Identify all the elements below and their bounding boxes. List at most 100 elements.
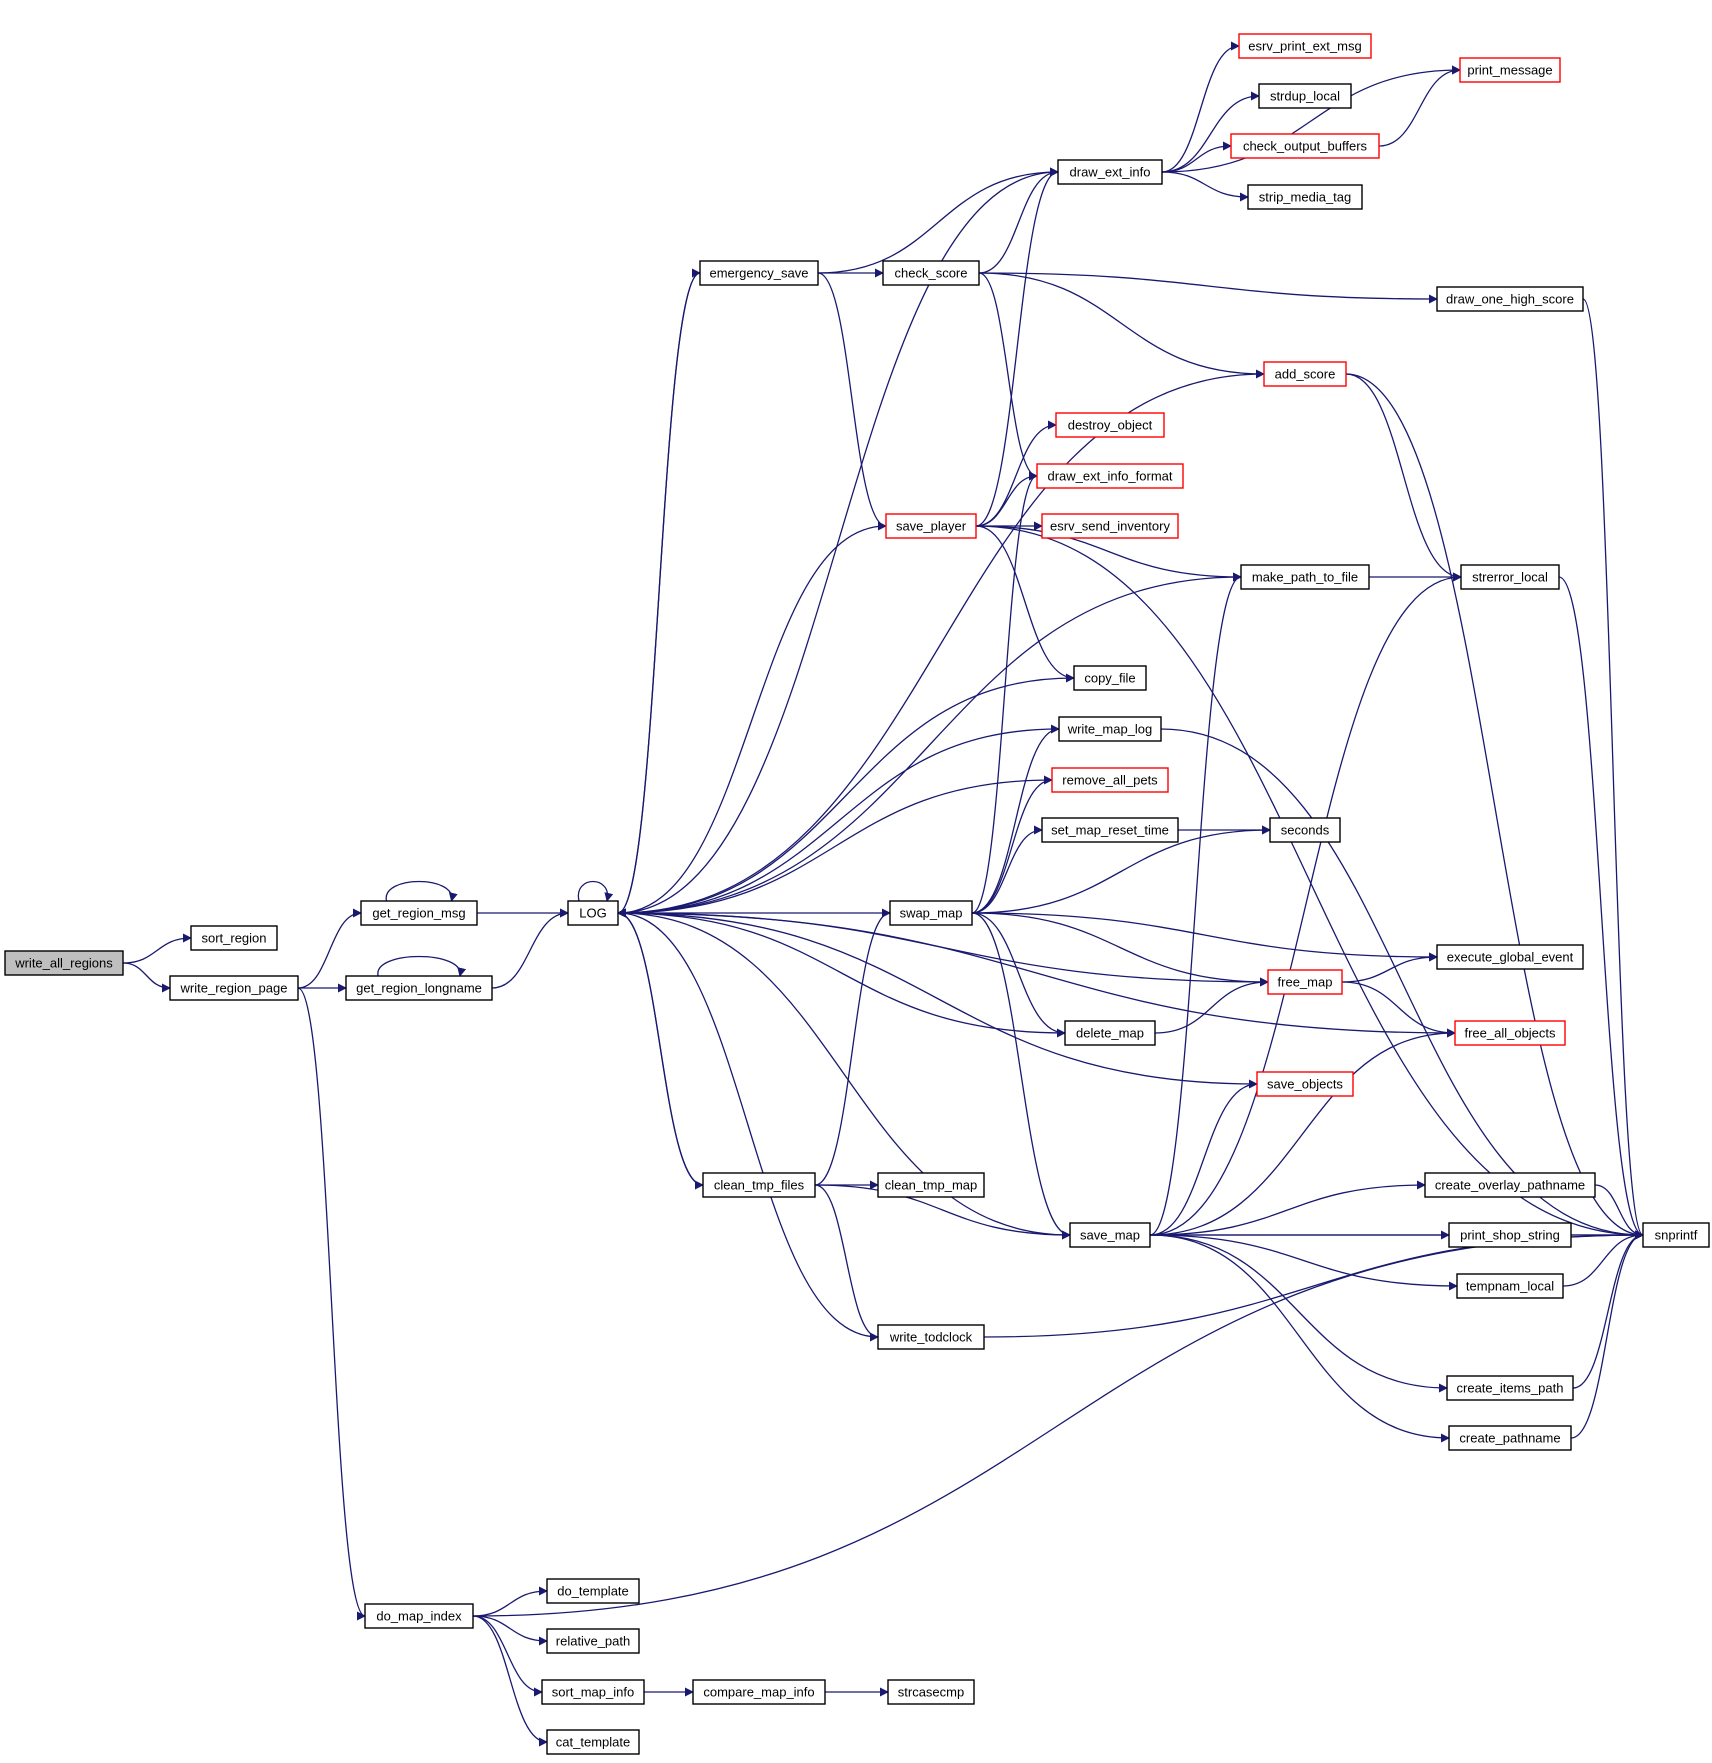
node-strcasecmp[interactable]: strcasecmp <box>887 1679 975 1705</box>
node-box <box>190 925 278 951</box>
node-add_score[interactable]: add_score <box>1263 361 1347 387</box>
node-box <box>567 900 619 926</box>
edge-make_path_to_file-to-LOG <box>617 576 1242 918</box>
node-relative_path[interactable]: relative_path <box>546 1628 640 1654</box>
node-create_items_path[interactable]: create_items_path <box>1446 1375 1574 1401</box>
node-snprintf[interactable]: snprintf <box>1642 1222 1710 1248</box>
node-draw_ext_info_format[interactable]: draw_ext_info_format <box>1036 463 1184 489</box>
node-free_all_objects[interactable]: free_all_objects <box>1454 1020 1566 1046</box>
node-box <box>1448 1222 1572 1248</box>
node-cat_template[interactable]: cat_template <box>546 1729 640 1755</box>
node-write_map_log[interactable]: write_map_log <box>1058 716 1162 742</box>
edge-save_map-to-LOG <box>617 908 1071 1236</box>
node-draw_ext_info[interactable]: draw_ext_info <box>1057 159 1163 185</box>
edge-write_todclock-to-LOG <box>617 908 879 1338</box>
node-box <box>1247 184 1363 210</box>
node-label: make_path_to_file <box>1252 570 1358 585</box>
node-label: snprintf <box>1655 1228 1698 1243</box>
node-label: get_region_msg <box>372 906 465 921</box>
edge-add_score-to-LOG <box>617 373 1265 918</box>
edge-check_output_buffers-to-print_message <box>1378 65 1461 147</box>
node-esrv_print_ext_msg[interactable]: esrv_print_ext_msg <box>1238 33 1372 59</box>
node-compare_map_info[interactable]: compare_map_info <box>692 1679 826 1705</box>
node-label: print_message <box>1467 63 1552 78</box>
node-label: esrv_send_inventory <box>1050 519 1170 534</box>
node-box <box>1267 969 1343 995</box>
node-label: draw_one_high_score <box>1446 292 1574 307</box>
node-check_output_buffers[interactable]: check_output_buffers <box>1230 133 1380 159</box>
node-strerror_local[interactable]: strerror_local <box>1460 564 1560 590</box>
edge-save_map-to-strerror_local <box>1149 572 1462 1236</box>
edge-clean_tmp_files-to-LOG <box>617 908 704 1186</box>
node-swap_map[interactable]: swap_map <box>889 900 973 926</box>
edge-copy_file-to-LOG <box>617 677 1075 918</box>
edge-write_all_regions-to-sort_region <box>122 933 192 964</box>
node-box <box>1269 817 1341 843</box>
edge-swap_map-to-write_map_log <box>971 724 1060 914</box>
node-box <box>1424 1172 1596 1198</box>
edge-clean_tmp_files-to-write_todclock <box>814 1184 879 1342</box>
node-sort_region[interactable]: sort_region <box>190 925 278 951</box>
node-remove_all_pets[interactable]: remove_all_pets <box>1051 767 1169 793</box>
edge-check_score-to-draw_ext_info_format <box>978 272 1038 481</box>
node-save_objects[interactable]: save_objects <box>1256 1071 1354 1097</box>
node-get_region_longname[interactable]: get_region_longname <box>345 975 493 1001</box>
edge-draw_ext_info-to-strip_media_tag <box>1161 171 1249 202</box>
node-tempnam_local[interactable]: tempnam_local <box>1456 1273 1564 1299</box>
node-box <box>882 260 980 286</box>
node-esrv_send_inventory[interactable]: esrv_send_inventory <box>1041 513 1179 539</box>
nodes-layer: write_all_regions sort_region write_region… <box>4 33 1710 1755</box>
node-label: draw_ext_info <box>1070 165 1151 180</box>
node-do_map_index[interactable]: do_map_index <box>364 1603 474 1629</box>
node-label: check_output_buffers <box>1243 139 1368 154</box>
node-copy_file[interactable]: copy_file <box>1073 665 1147 691</box>
node-write_all_regions[interactable]: write_all_regions <box>4 950 124 976</box>
node-save_map[interactable]: save_map <box>1069 1222 1151 1248</box>
node-save_player[interactable]: save_player <box>885 513 977 539</box>
node-free_map[interactable]: free_map <box>1267 969 1343 995</box>
node-label: do_template <box>557 1584 629 1599</box>
node-box <box>1058 716 1162 742</box>
edge-swap_map-to-save_map <box>971 912 1071 1240</box>
node-clean_tmp_files[interactable]: clean_tmp_files <box>702 1172 816 1198</box>
edge-save_map-to-create_items_path <box>1149 1234 1448 1393</box>
node-check_score[interactable]: check_score <box>882 260 980 286</box>
edge-save_player-to-copy_file <box>975 525 1075 683</box>
node-label: compare_map_info <box>703 1685 814 1700</box>
node-set_map_reset_time[interactable]: set_map_reset_time <box>1041 817 1179 843</box>
node-create_overlay_pathname[interactable]: create_overlay_pathname <box>1424 1172 1596 1198</box>
node-label: strdup_local <box>1270 89 1340 104</box>
edge-emergency_save-to-LOG <box>617 272 701 918</box>
node-create_pathname[interactable]: create_pathname <box>1448 1425 1572 1451</box>
edge-draw_one_high_score-to-snprintf <box>1582 298 1644 1240</box>
node-box <box>1256 1071 1354 1097</box>
node-delete_map[interactable]: delete_map <box>1064 1020 1156 1046</box>
edge-save_objects-to-LOG <box>617 908 1258 1085</box>
node-box <box>877 1172 985 1198</box>
node-execute_global_event[interactable]: execute_global_event <box>1436 944 1584 970</box>
node-do_template[interactable]: do_template <box>546 1578 640 1604</box>
node-write_region_page[interactable]: write_region_page <box>169 975 299 1001</box>
node-clean_tmp_map[interactable]: clean_tmp_map <box>877 1172 985 1198</box>
node-get_region_msg[interactable]: get_region_msg <box>360 900 478 926</box>
node-LOG[interactable]: LOG <box>567 900 619 926</box>
node-print_shop_string[interactable]: print_shop_string <box>1448 1222 1572 1248</box>
node-box <box>1258 83 1352 109</box>
node-make_path_to_file[interactable]: make_path_to_file <box>1240 564 1370 590</box>
node-draw_one_high_score[interactable]: draw_one_high_score <box>1436 286 1584 312</box>
node-emergency_save[interactable]: emergency_save <box>699 260 819 286</box>
edge-clean_tmp_files-to-save_map <box>814 1184 1071 1240</box>
node-destroy_object[interactable]: destroy_object <box>1055 412 1165 438</box>
edge-write_all_regions-to-write_region_page <box>122 962 171 993</box>
edge-save_player-to-draw_ext_info <box>975 167 1059 527</box>
node-label: copy_file <box>1084 671 1135 686</box>
node-print_message[interactable]: print_message <box>1459 57 1561 83</box>
node-write_todclock[interactable]: write_todclock <box>877 1324 985 1350</box>
node-strip_media_tag[interactable]: strip_media_tag <box>1247 184 1363 210</box>
edge-save_player-to-draw_ext_info_format <box>975 471 1038 527</box>
edge-free_map-to-execute_global_event <box>1341 952 1438 983</box>
node-strdup_local[interactable]: strdup_local <box>1258 83 1352 109</box>
node-sort_map_info[interactable]: sort_map_info <box>541 1679 645 1705</box>
node-box <box>1069 1222 1151 1248</box>
node-seconds[interactable]: seconds <box>1269 817 1341 843</box>
